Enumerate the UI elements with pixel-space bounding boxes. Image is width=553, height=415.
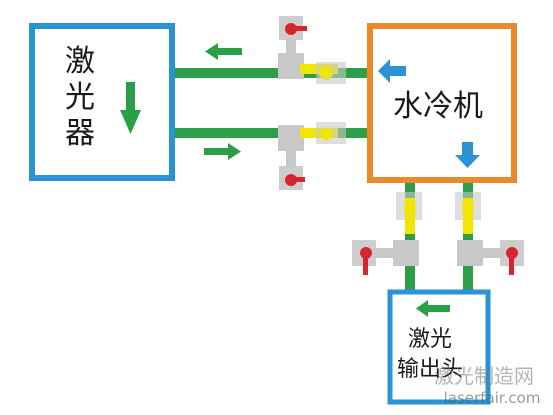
chiller-label: 水冷机 [393,89,483,124]
laser-box [29,23,175,181]
pipe-bottom-horizontal [172,128,370,138]
watermark-url: laserfair.com [443,389,541,407]
laser-head-label-line1: 激光 [407,327,452,352]
valve-icon [455,192,524,275]
laser-head-label-line2: 输出头 [396,357,463,382]
pipe-top-horizontal [172,68,370,78]
valve-icon [278,122,346,190]
valve-icon [278,16,346,84]
arrow-icon [204,143,241,160]
arrow-icon [378,59,406,83]
pipe-right-vertical-1 [405,183,415,293]
watermark-text: 激光制造网 [434,364,534,388]
pipe-right-vertical-2 [463,183,473,293]
laser-label: 激光器 [65,44,95,151]
arrow-icon [416,300,450,317]
flow-arrows [120,43,480,317]
arrow-icon [205,43,242,60]
chiller-box [367,23,517,183]
pipes [172,68,473,293]
valve-icon [352,192,422,275]
arrow-icon [120,82,141,134]
arrow-icon [455,142,480,168]
